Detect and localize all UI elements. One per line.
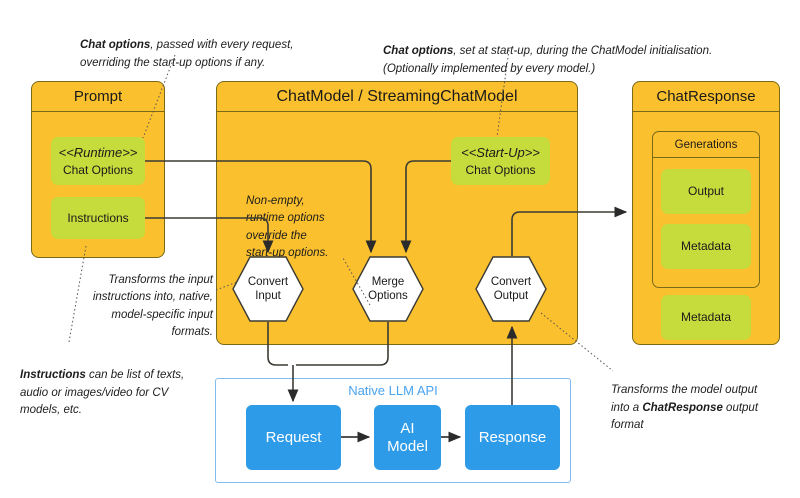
response-chip[interactable]: Response (465, 405, 560, 470)
startup-options-annotation: Chat options, set at start-up, during th… (383, 26, 713, 78)
startup-stereotype-label: <<Start-Up>> (461, 145, 540, 161)
chatmodel-title: ChatModel / StreamingChatModel (217, 82, 577, 112)
runtime-chat-options-chip[interactable]: <<Runtime>> Chat Options (51, 137, 145, 185)
convert-output-hexagon[interactable]: Convert Output (475, 256, 547, 322)
convert-input-hexagon[interactable]: Convert Input (232, 256, 304, 322)
generation-metadata-chip[interactable]: Metadata (661, 224, 751, 269)
ai-model-line1: AI (400, 420, 415, 438)
response-label: Response (478, 428, 547, 446)
generations-title: Generations (653, 132, 759, 158)
chatresponse-title: ChatResponse (633, 82, 779, 112)
response-metadata-label: Metadata (680, 310, 732, 325)
native-llm-api-title: Native LLM API (348, 383, 438, 398)
convert-output-annotation: Transforms the model output into a ChatR… (611, 365, 791, 434)
instructions-annotation-rest: can be list of texts, audio or images/vi… (20, 369, 185, 416)
request-label: Request (265, 428, 322, 446)
runtime-options-annotation-bold: Chat options (80, 39, 151, 52)
ai-model-line2: Model (387, 437, 428, 455)
generation-metadata-label: Metadata (680, 239, 732, 254)
runtime-override-note: Non-empty, runtime options override the … (246, 195, 329, 259)
runtime-options-annotation: Chat options, passed with every request,… (80, 20, 330, 72)
convert-output-annotation-pre: Transforms the model output into a (611, 384, 758, 414)
response-metadata-chip[interactable]: Metadata (661, 295, 751, 340)
convert-output-annotation-post: output format (611, 401, 759, 431)
convert-output-annotation-bold: ChatResponse (642, 401, 723, 414)
prompt-title: Prompt (32, 82, 164, 112)
instructions-label: Instructions (67, 210, 129, 225)
runtime-chat-options-label: Chat Options (62, 162, 134, 177)
request-chip[interactable]: Request (246, 405, 341, 470)
startup-chat-options-label: Chat Options (465, 162, 536, 177)
merge-options-hexagon[interactable]: Merge Options (352, 256, 424, 322)
startup-options-annotation-bold: Chat options (383, 45, 454, 58)
instructions-annotation: Instructions can be list of texts, audio… (20, 350, 210, 419)
instructions-chip[interactable]: Instructions (51, 197, 145, 239)
startup-chat-options-chip[interactable]: <<Start-Up>> Chat Options (451, 137, 550, 185)
runtime-stereotype-label: <<Runtime>> (58, 145, 138, 161)
ai-model-chip[interactable]: AI Model (374, 405, 441, 470)
generation-output-label: Output (687, 184, 725, 199)
instructions-annotation-bold: Instructions (20, 369, 86, 382)
generation-output-chip[interactable]: Output (661, 169, 751, 214)
leader-instructions-annotation (68, 245, 87, 343)
convert-input-annotation: Transforms the input instructions into, … (92, 274, 213, 338)
